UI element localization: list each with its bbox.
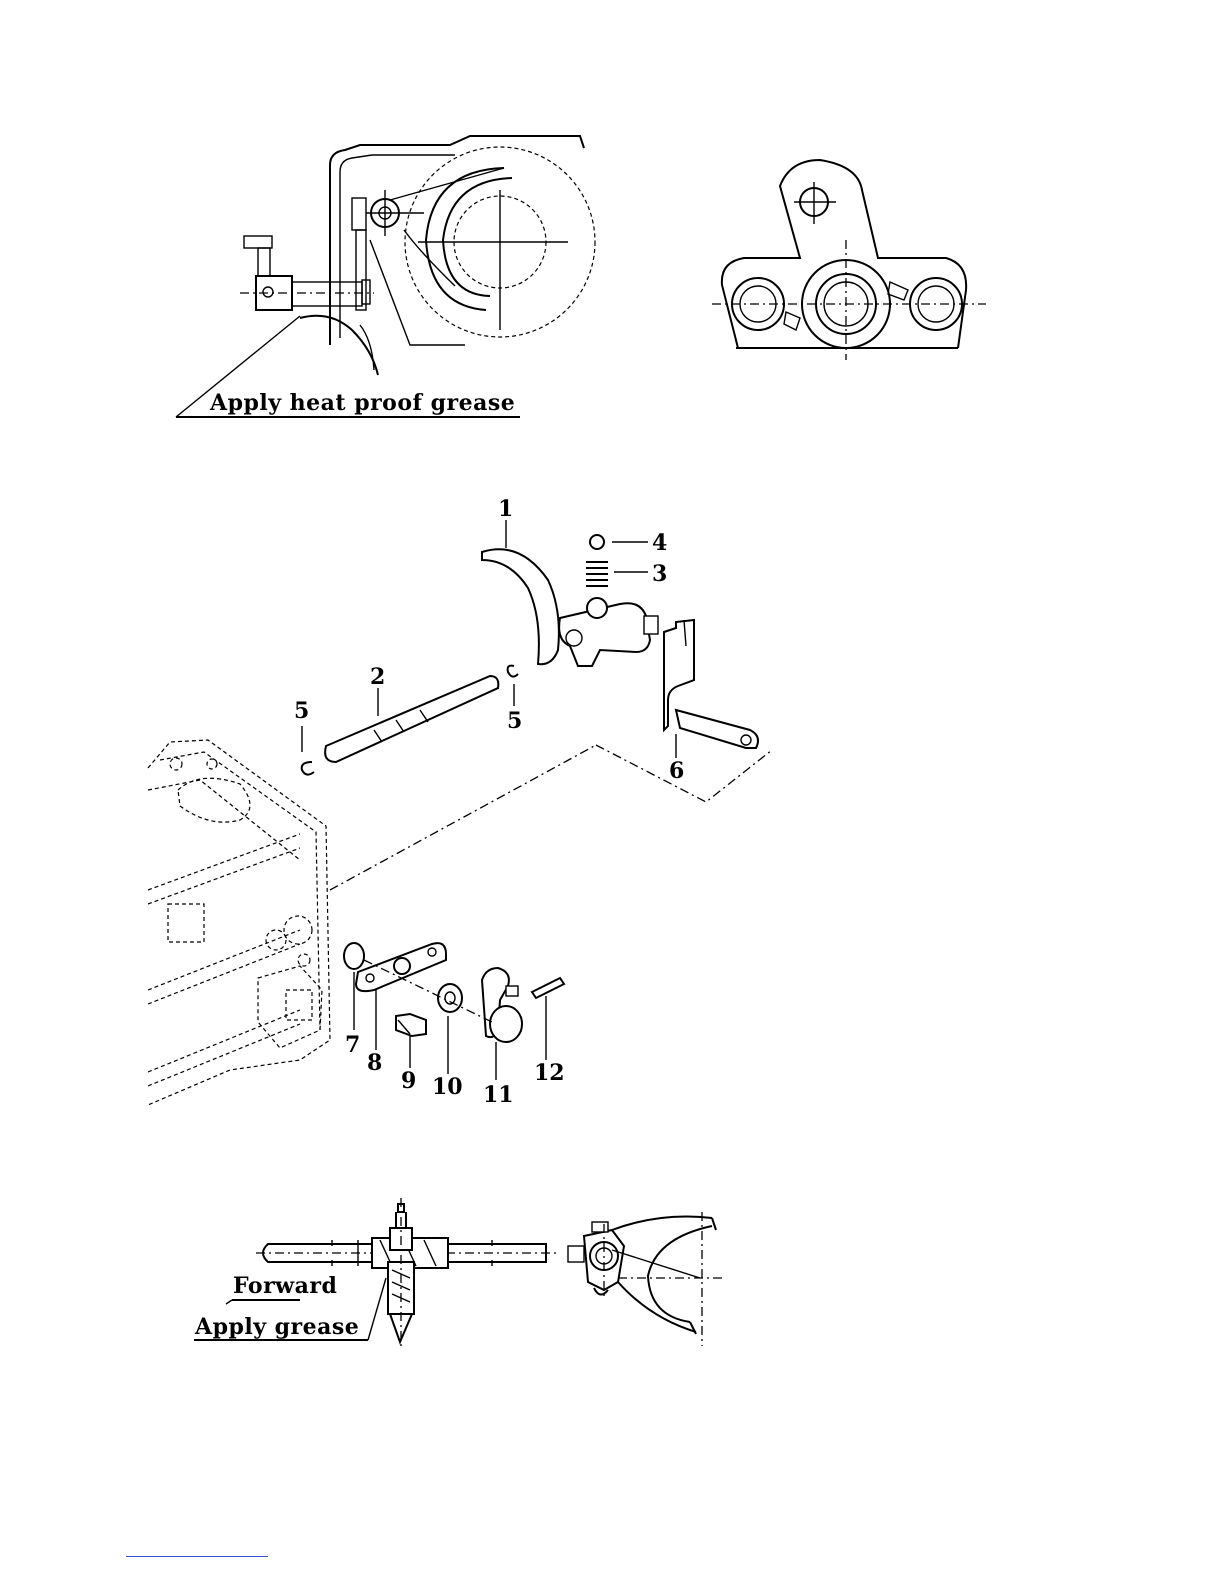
- shift-fork: [482, 549, 658, 666]
- circlip-left: [302, 762, 314, 775]
- callout-1: 1: [498, 496, 513, 522]
- forward-label: Forward: [233, 1273, 337, 1299]
- callout-4: 4: [652, 530, 667, 556]
- footer-rule: [126, 1556, 268, 1557]
- shift-arm: [664, 620, 758, 748]
- callout-2: 2: [370, 664, 385, 690]
- callout-5-right: 5: [507, 708, 522, 734]
- shift-rod: [325, 676, 498, 762]
- washer: [438, 984, 462, 1012]
- o-ring: [344, 943, 364, 969]
- bolt: [396, 1014, 426, 1036]
- callout-5-left: 5: [294, 698, 309, 724]
- transmission-case: [148, 740, 772, 1105]
- callout-7: 7: [345, 1032, 360, 1058]
- callout-10: 10: [432, 1074, 463, 1100]
- callout-6: 6: [669, 758, 684, 784]
- callout-8: 8: [367, 1050, 382, 1076]
- exploded-assembly-view: 1 2 3 4 5 5 6 7 8 9 10 11 12: [148, 496, 772, 1108]
- top-right-bracket-view: [712, 160, 986, 360]
- heat-proof-grease-note: Apply heat proof grease: [209, 390, 515, 416]
- spring-pin: [532, 978, 564, 998]
- apply-grease-note: Apply grease: [194, 1314, 359, 1340]
- callout-3: 3: [652, 561, 667, 587]
- top-left-section-view: Apply heat proof grease: [176, 136, 595, 417]
- callout-11: 11: [483, 1082, 514, 1108]
- bottom-section-view: Forward Apply grease: [194, 1198, 726, 1346]
- callout-9: 9: [401, 1068, 416, 1094]
- detent-spring: [586, 562, 608, 586]
- mounting-plate: [356, 943, 446, 991]
- shift-lever-arm: [482, 968, 522, 1042]
- circlip-right: [508, 666, 518, 677]
- callout-12: 12: [534, 1060, 565, 1086]
- detent-ball: [590, 535, 604, 549]
